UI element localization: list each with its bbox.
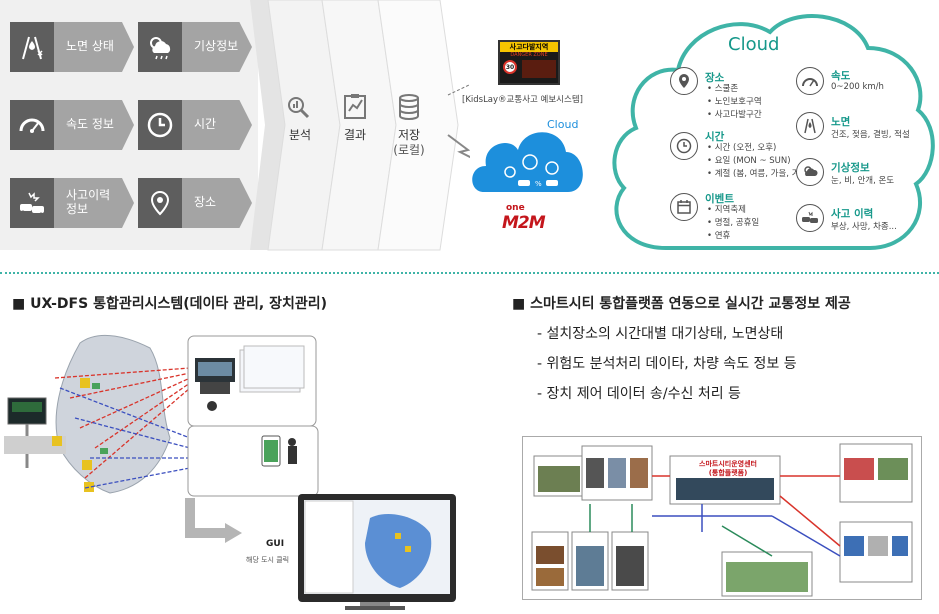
road-title: 노면 xyxy=(831,116,851,128)
analysis-label: 분석 xyxy=(288,128,312,142)
input-road-condition: 노면 상태 xyxy=(10,22,134,72)
cloud-title: Cloud xyxy=(728,34,780,55)
sign-top-text: 사고다발지역 xyxy=(500,42,558,52)
location-pin-icon xyxy=(670,67,698,95)
section-divider xyxy=(0,272,939,274)
input-label: 장소 xyxy=(182,178,252,228)
result-label: 결과 xyxy=(343,128,367,142)
smartcity-center-sub: (통합플랫폼) xyxy=(708,469,748,477)
flow-chevrons xyxy=(250,0,470,251)
input-label: 사고이력 정보 xyxy=(54,178,134,228)
storage-label: 저장 xyxy=(397,128,421,142)
speed-title: 속도 xyxy=(831,70,851,82)
result-icon xyxy=(342,93,368,125)
speedometer-icon xyxy=(10,100,54,150)
accident-icon xyxy=(796,204,824,232)
speed-limit-badge: 30 xyxy=(503,60,517,74)
input-label: 시간 xyxy=(182,100,252,150)
small-cloud-label: Cloud xyxy=(547,118,579,131)
input-weather: 기상정보 xyxy=(138,22,252,72)
location-pin-icon xyxy=(138,178,182,228)
location-items: 스쿨존 노인보호구역 사고다발구간 xyxy=(707,83,762,122)
clock-icon xyxy=(138,100,182,150)
section2-bullet: - 위험도 분석처리 데이타, 차량 속도 정보 등 xyxy=(537,356,797,372)
accident-icon xyxy=(10,178,54,228)
sign-car-graphic xyxy=(522,60,556,78)
section2-bullet: - 장치 제어 데이터 송/수신 처리 등 xyxy=(537,386,741,402)
speed-text: 0~200 km/h xyxy=(831,82,884,92)
weather-title: 기상정보 xyxy=(831,162,870,174)
storage-icon xyxy=(397,93,421,125)
svg-text:%: % xyxy=(535,180,542,188)
road-text: 건조, 젖음, 결빙, 적설 xyxy=(831,130,910,140)
input-location: 장소 xyxy=(138,178,252,228)
weather-icon xyxy=(138,22,182,72)
time-items: 시간 (오전, 오후) 요일 (MON ~ SUN) 계절 (봄, 여름, 가을… xyxy=(707,142,811,181)
section2-bullet: - 설치장소의 시간대별 대기상태, 노면상태 xyxy=(537,326,784,342)
input-label: 속도 정보 xyxy=(54,100,134,150)
clock-icon xyxy=(670,132,698,160)
accident-text: 부상, 사망, 차종... xyxy=(831,222,897,232)
smartcity-center-title: 스마트시티운영센터 xyxy=(699,460,757,468)
small-cloud-graphic: % xyxy=(472,132,583,192)
onem2m-logo: one M2M xyxy=(502,203,546,233)
weather-text: 눈, 비, 안개, 온도 xyxy=(831,176,895,186)
gui-label: GUI xyxy=(266,539,285,549)
weather-icon xyxy=(796,158,824,186)
section1-heading: ■ UX-DFS 통합관리시스템(데이타 관리, 장치관리) xyxy=(12,296,328,312)
event-items: 지역축제 명절, 공휴일 연휴 xyxy=(707,204,760,243)
sign-sub-text: DANGER ZONE xyxy=(510,52,548,58)
calendar-icon xyxy=(670,193,698,221)
gui-sub-label: 해당 도시 클릭 xyxy=(246,556,290,564)
input-time: 시간 xyxy=(138,100,252,150)
time-title: 시간 xyxy=(705,131,725,143)
analysis-icon xyxy=(286,95,312,123)
danger-zone-sign: 사고다발지역 DANGER ZONE 30 xyxy=(498,40,560,85)
road-condition-icon xyxy=(796,112,824,140)
input-label: 노면 상태 xyxy=(54,22,134,72)
event-title: 이벤트 xyxy=(705,193,734,205)
section2-heading: ■ 스마트시티 통합플랫폼 연동으로 실시간 교통정보 제공 xyxy=(512,296,851,312)
location-title: 장소 xyxy=(705,72,725,84)
storage-sub-label: (로컬) xyxy=(393,143,425,157)
smartcity-diagram-graphic xyxy=(531,443,913,597)
uxdfs-diagram-graphic xyxy=(4,334,456,610)
accident-title: 사고 이력 xyxy=(831,208,874,220)
input-speed: 속도 정보 xyxy=(10,100,134,150)
kidslay-label: [KidsLay®교통사고 예보시스템] xyxy=(462,95,583,105)
speedometer-icon xyxy=(796,67,824,95)
input-label: 기상정보 xyxy=(182,22,252,72)
input-accident-history: 사고이력 정보 xyxy=(10,178,134,228)
road-condition-icon xyxy=(10,22,54,72)
